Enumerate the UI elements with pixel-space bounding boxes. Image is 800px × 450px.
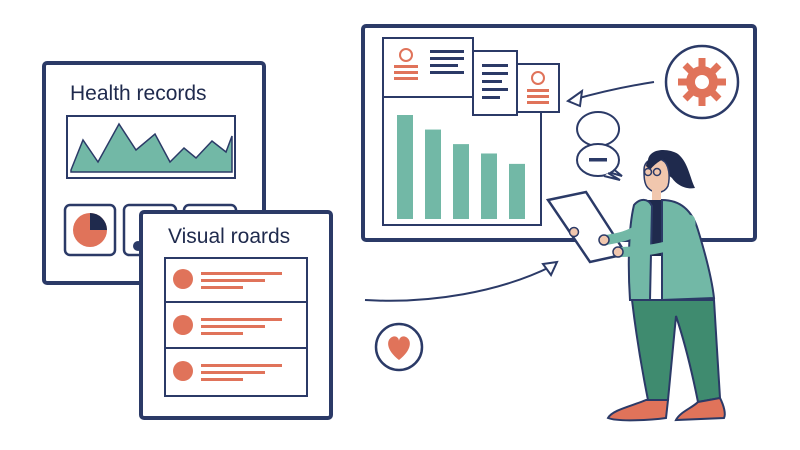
profile-panel <box>516 63 560 113</box>
list-item <box>173 269 282 289</box>
profile-panel <box>382 37 474 98</box>
board-bar-chart <box>397 115 525 219</box>
pie-chart-icon <box>63 203 117 257</box>
document-panel <box>472 50 518 116</box>
list-item <box>173 315 282 335</box>
minus-icon <box>576 111 623 181</box>
board-bar <box>425 129 441 219</box>
glasses-icon <box>643 167 662 177</box>
health-records-title: Health records <box>70 82 207 105</box>
visual-boards-card: Visual roards <box>139 210 333 420</box>
gear-icon <box>664 44 740 120</box>
curved-arrow-icon <box>364 260 559 302</box>
arrow-icon <box>565 81 655 108</box>
presenter-figure <box>545 150 726 422</box>
heart-icon <box>374 322 424 372</box>
health-line-chart <box>66 115 236 179</box>
board-bar <box>453 144 469 219</box>
board-bar <box>397 115 413 219</box>
board-bar <box>481 153 497 219</box>
list-item <box>173 361 282 381</box>
visual-boards-title: Visual roards <box>168 225 290 248</box>
board-bar <box>509 163 525 219</box>
